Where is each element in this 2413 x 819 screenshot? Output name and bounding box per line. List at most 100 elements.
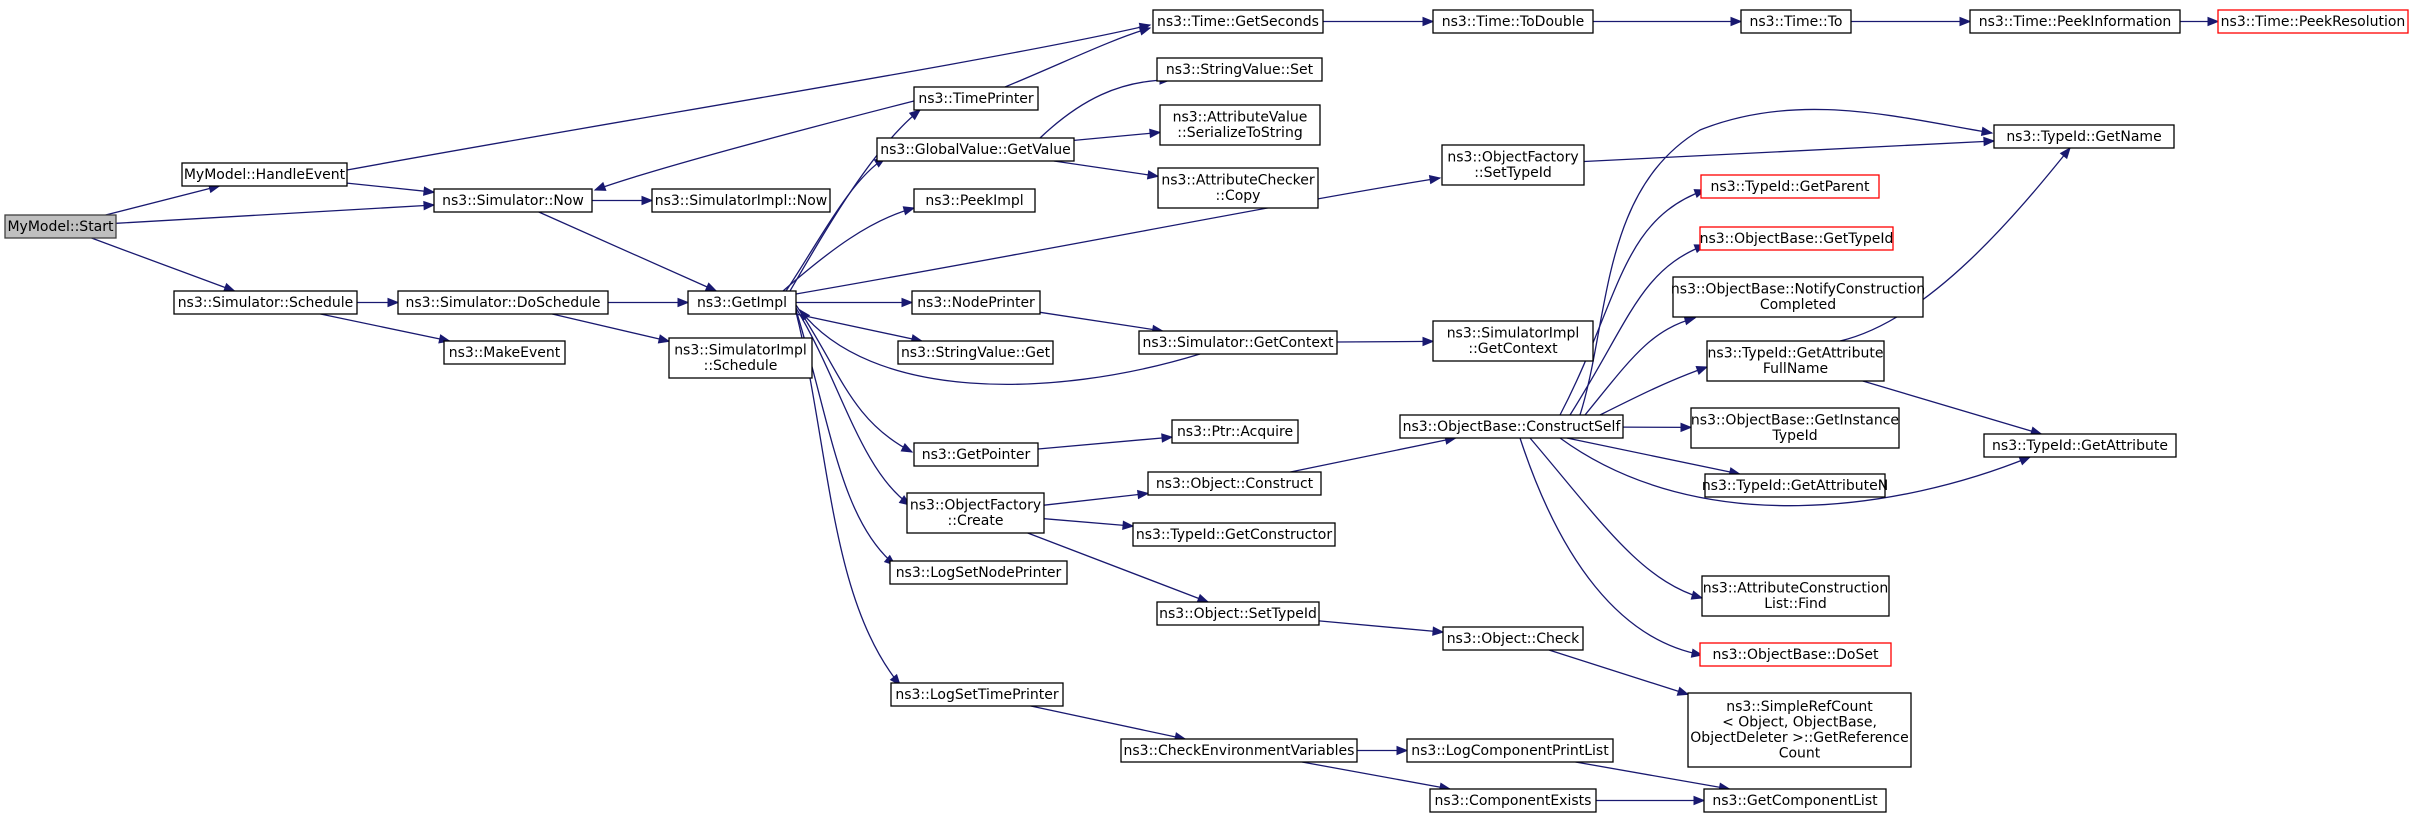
node-get-pointer[interactable]: ns3::GetPointer xyxy=(913,442,1039,467)
edge-get-impl-to-get-pointer xyxy=(795,304,914,453)
edge-sim-schedule-to-make-event xyxy=(320,313,451,344)
node-time-printer[interactable]: ns3::TimePrinter xyxy=(913,86,1039,111)
node-box xyxy=(889,560,1068,585)
node-object-settypeid[interactable]: ns3::Object::SetTypeId xyxy=(1156,601,1320,626)
node-handle-event[interactable]: MyModel::HandleEvent xyxy=(181,162,348,187)
edge-objbase-constructself-to-objbase-getinstancetypeid xyxy=(1622,422,1693,433)
edge-objbase-constructself-to-typeid-getattribute xyxy=(1559,437,2032,507)
node-global-getvalue[interactable]: ns3::GlobalValue::GetValue xyxy=(876,137,1075,162)
node-typeid-getattributen[interactable]: ns3::TypeId::GetAttributeN xyxy=(1702,473,1888,498)
node-objbase-notify[interactable]: ns3::ObjectBase::NotifyConstructionCompl… xyxy=(1671,276,1925,318)
node-simimpl-getcontext[interactable]: ns3::SimulatorImpl::GetContext xyxy=(1432,320,1594,362)
node-simimpl-schedule[interactable]: ns3::SimulatorImpl::Schedule xyxy=(668,337,813,379)
arrowhead xyxy=(901,297,914,308)
node-time-peekres[interactable]: ns3::Time::PeekResolution xyxy=(2217,9,2409,34)
node-stringvalue-set[interactable]: ns3::StringValue::Set xyxy=(1156,57,1323,82)
node-box xyxy=(913,442,1039,467)
node-typeid-getconstructor[interactable]: ns3::TypeId::GetConstructor xyxy=(1132,522,1336,547)
node-node-printer[interactable]: ns3::NodePrinter xyxy=(911,290,1041,315)
node-box xyxy=(668,337,813,379)
node-time-to[interactable]: ns3::Time::To xyxy=(1740,9,1852,34)
node-objbase-constructself[interactable]: ns3::ObjectBase::ConstructSelf xyxy=(1399,414,1624,439)
node-box xyxy=(1157,167,1319,209)
edge-get-impl-to-peek-impl xyxy=(782,206,916,292)
node-time-todouble[interactable]: ns3::Time::ToDouble xyxy=(1432,9,1594,34)
node-label: ns3::TypeId::GetAttribute xyxy=(1708,346,1884,362)
node-box xyxy=(1703,788,1887,813)
node-log-setnodeprinter[interactable]: ns3::LogSetNodePrinter xyxy=(889,560,1068,585)
node-label: ns3::StringValue::Get xyxy=(901,345,1051,361)
node-label: ns3::Time::GetSeconds xyxy=(1157,14,1319,30)
arrowhead xyxy=(908,109,922,121)
node-typeid-getname[interactable]: ns3::TypeId::GetName xyxy=(1993,124,2175,149)
arrowhead xyxy=(222,282,236,292)
node-label: Count xyxy=(1779,746,1821,762)
node-objfactory-create[interactable]: ns3::ObjectFactory::Create xyxy=(906,492,1045,534)
node-objfactory-settypeid[interactable]: ns3::ObjectFactory::SetTypeId xyxy=(1441,144,1585,186)
node-sim-doschedule[interactable]: ns3::Simulator::DoSchedule xyxy=(397,290,609,315)
edge-handle-event-to-sim-now xyxy=(346,182,436,196)
node-object-construct[interactable]: ns3::Object::Construct xyxy=(1147,471,1322,496)
edge-start-to-handle-event xyxy=(105,184,221,216)
node-objbase-doset[interactable]: ns3::ObjectBase::DoSet xyxy=(1699,642,1892,667)
node-label: ns3::ComponentExists xyxy=(1435,793,1592,809)
node-box xyxy=(1699,226,1894,251)
node-sim-getcontext[interactable]: ns3::Simulator::GetContext xyxy=(1138,330,1338,355)
node-sim-schedule[interactable]: ns3::Simulator::Schedule xyxy=(173,290,358,315)
node-simimpl-now[interactable]: ns3::SimulatorImpl::Now xyxy=(651,188,831,213)
node-box xyxy=(1399,414,1624,439)
node-component-exists[interactable]: ns3::ComponentExists xyxy=(1429,788,1597,813)
node-start[interactable]: MyModel::Start xyxy=(4,214,117,239)
node-log-component-printlist[interactable]: ns3::LogComponentPrintList xyxy=(1406,738,1614,763)
edge-sim-getcontext-to-simimpl-getcontext xyxy=(1336,336,1435,347)
node-simplerefcount[interactable]: ns3::SimpleRefCount< Object, ObjectBase,… xyxy=(1687,692,1912,768)
arrowhead xyxy=(2018,456,2032,466)
node-object-check[interactable]: ns3::Object::Check xyxy=(1442,626,1584,651)
node-attrchecker-copy[interactable]: ns3::AttributeChecker::Copy xyxy=(1157,167,1319,209)
node-label: TypeId xyxy=(1771,428,1817,444)
node-typeid-getattribute[interactable]: ns3::TypeId::GetAttribute xyxy=(1983,433,2177,458)
node-get-component-list[interactable]: ns3::GetComponentList xyxy=(1703,788,1887,813)
edge-get-impl-to-global-getvalue xyxy=(785,157,887,292)
node-ptr-acquire[interactable]: ns3::Ptr::Acquire xyxy=(1171,419,1299,444)
edge-objbase-constructself-to-objbase-doset xyxy=(1519,437,1704,658)
node-peek-impl[interactable]: ns3::PeekImpl xyxy=(913,188,1036,213)
node-make-event[interactable]: ns3::MakeEvent xyxy=(443,340,566,365)
node-typeid-getparent[interactable]: ns3::TypeId::GetParent xyxy=(1700,174,1880,199)
node-log-settimeprinter[interactable]: ns3::LogSetTimePrinter xyxy=(890,682,1064,707)
node-box xyxy=(1429,788,1597,813)
node-label: ns3::GetComponentList xyxy=(1712,793,1878,809)
edge-objfactory-create-to-object-construct xyxy=(1043,489,1150,506)
edge-get-impl-to-objfactory-create xyxy=(795,307,912,506)
node-objbase-gettypeid[interactable]: ns3::ObjectBase::GetTypeId xyxy=(1699,226,1894,251)
node-check-env-vars[interactable]: ns3::CheckEnvironmentVariables xyxy=(1120,738,1358,763)
node-label: ns3::Object::SetTypeId xyxy=(1159,606,1317,622)
edge-get-impl-to-stringvalue-get xyxy=(795,313,924,344)
node-stringvalue-get[interactable]: ns3::StringValue::Get xyxy=(897,340,1054,365)
node-label: ::Schedule xyxy=(704,358,778,374)
node-attrvalue-serialize[interactable]: ns3::AttributeValue::SerializeToString xyxy=(1159,104,1321,146)
node-label: ns3::Ptr::Acquire xyxy=(1177,424,1293,440)
node-time-peekinfo[interactable]: ns3::Time::PeekInformation xyxy=(1969,9,2181,34)
arrowhead xyxy=(1693,795,1706,806)
edge-sim-now-to-simimpl-now xyxy=(592,195,654,206)
node-get-impl[interactable]: ns3::GetImpl xyxy=(687,290,797,315)
arrowhead xyxy=(1730,16,1743,27)
node-time-getseconds[interactable]: ns3::Time::GetSeconds xyxy=(1152,9,1324,34)
edge-sim-now-to-get-impl xyxy=(538,211,718,292)
arrowhead xyxy=(1196,593,1210,603)
node-box xyxy=(181,162,348,187)
arrowhead xyxy=(1161,433,1174,443)
edge-get-impl-to-objfactory-settypeid xyxy=(795,174,1442,295)
node-label: ns3::ObjectFactory xyxy=(910,498,1041,514)
node-label: ns3::Simulator::Now xyxy=(442,193,584,209)
node-label: ns3::SimpleRefCount xyxy=(1726,699,1873,715)
arrowhead xyxy=(2207,16,2220,27)
node-sim-now[interactable]: ns3::Simulator::Now xyxy=(433,188,593,213)
node-label: ns3::GetPointer xyxy=(922,447,1031,463)
edge-start-to-sim-schedule xyxy=(91,237,236,292)
node-box xyxy=(897,340,1054,365)
